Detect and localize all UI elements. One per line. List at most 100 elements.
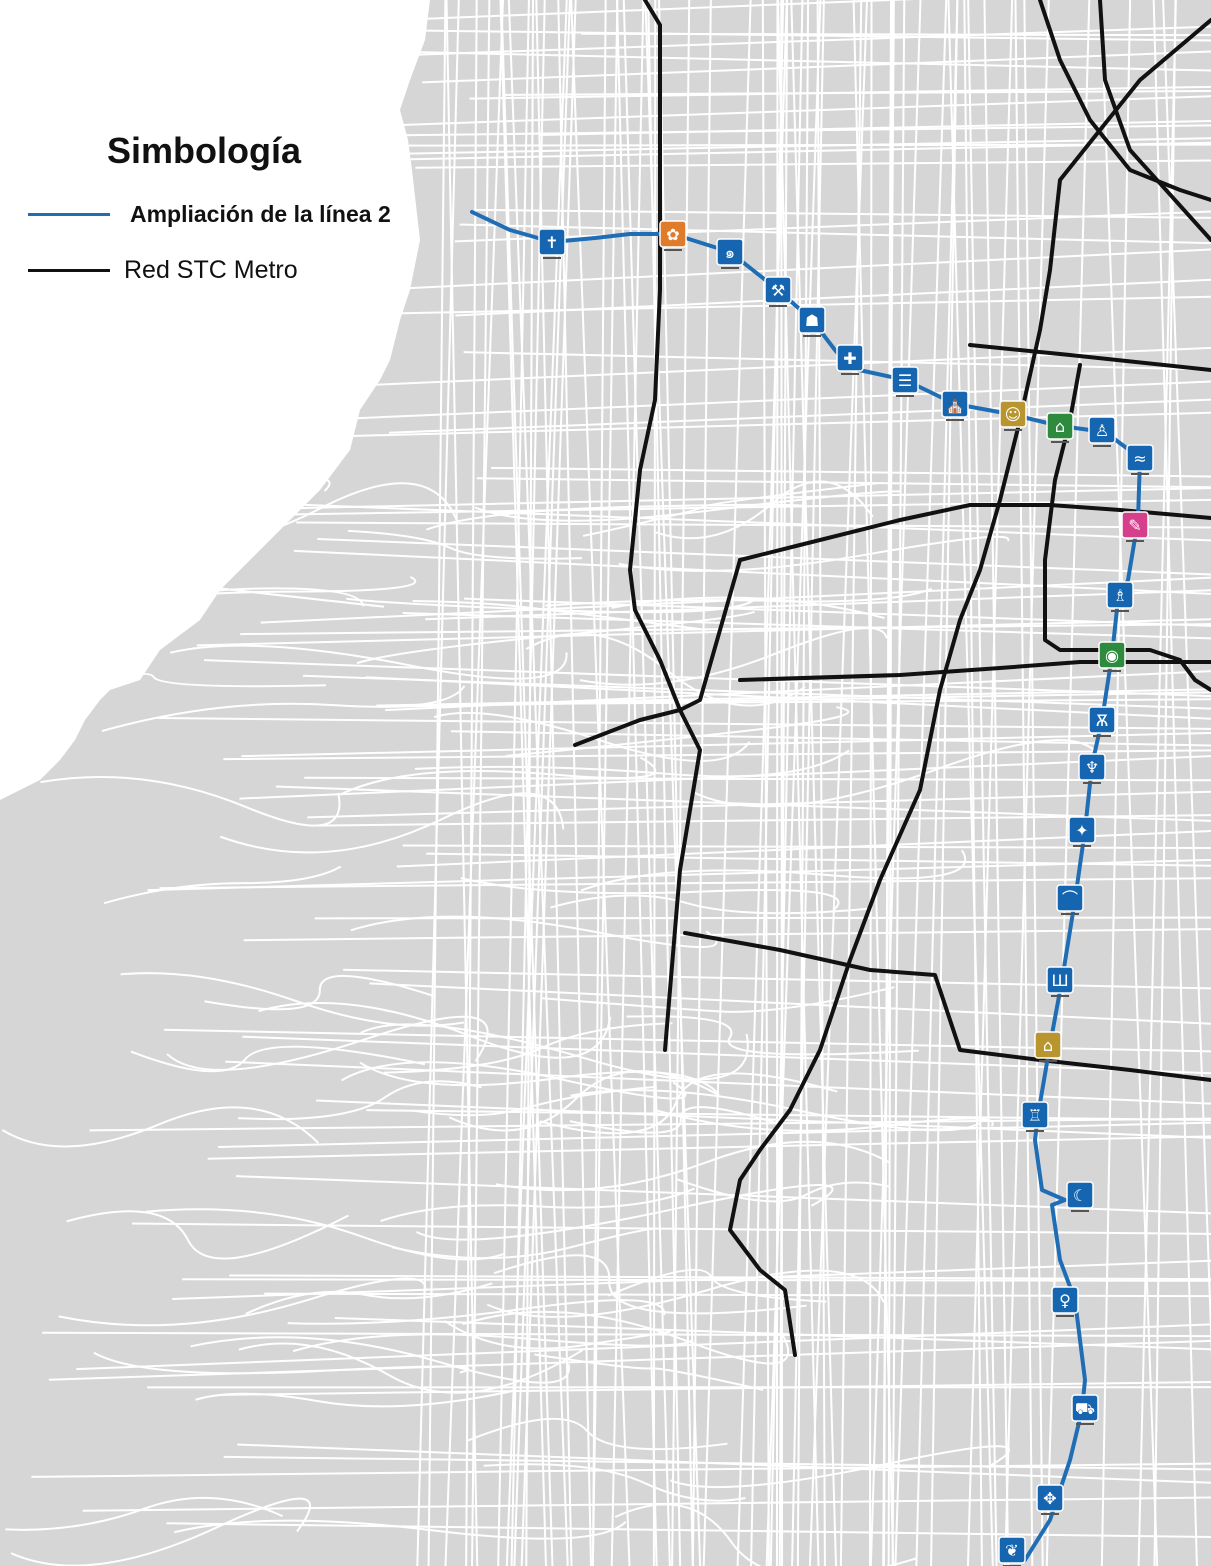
street bbox=[36, 672, 326, 696]
street bbox=[292, 1333, 693, 1353]
worker-icon[interactable]: ⚒ bbox=[764, 276, 792, 307]
bust-icon[interactable]: ♙ bbox=[1088, 416, 1116, 447]
turtle-icon[interactable]: ☗ bbox=[798, 306, 826, 337]
street bbox=[505, 0, 568, 1566]
street bbox=[887, 0, 894, 1566]
street bbox=[293, 549, 1211, 595]
tomb-icon[interactable]: ✝ bbox=[538, 228, 566, 259]
arch-icon[interactable]: ⌒ bbox=[1056, 884, 1084, 915]
street bbox=[247, 501, 1211, 542]
moon-icon[interactable]: ☾ bbox=[1066, 1181, 1094, 1212]
statue-icon[interactable]: ♗ bbox=[1106, 581, 1134, 612]
street bbox=[1004, 0, 1050, 1566]
street bbox=[761, 0, 770, 1566]
palm-icon[interactable]: ♆ bbox=[1078, 753, 1106, 784]
monument-icon[interactable]: ♖ bbox=[1021, 1101, 1049, 1132]
street bbox=[1099, 0, 1159, 1566]
street bbox=[459, 223, 1211, 245]
street bbox=[120, 972, 464, 1027]
church-icon[interactable]: ⛪ bbox=[941, 390, 969, 421]
street bbox=[242, 1035, 1211, 1075]
street bbox=[579, 627, 888, 686]
svg-text:Ѫ: Ѫ bbox=[1096, 711, 1109, 730]
temple-transfer-icon[interactable]: ⌂ bbox=[1046, 412, 1074, 443]
street bbox=[287, 1299, 666, 1325]
street bbox=[868, 0, 873, 1566]
street bbox=[483, 1463, 746, 1502]
street bbox=[658, 0, 694, 1566]
street bbox=[16, 476, 331, 517]
street bbox=[395, 295, 1211, 315]
svg-text:☰: ☰ bbox=[898, 371, 912, 390]
street bbox=[145, 1208, 506, 1261]
svg-text:Ш: Ш bbox=[1051, 971, 1068, 990]
grapes-icon[interactable]: ✥ bbox=[1036, 1484, 1064, 1515]
street bbox=[1014, 0, 1034, 1566]
street bbox=[569, 1106, 780, 1134]
street bbox=[542, 986, 895, 1013]
street bbox=[317, 537, 1211, 576]
car-icon[interactable]: ⛟ bbox=[1071, 1394, 1099, 1425]
legend-item-line2: Ampliación de la línea 2 bbox=[28, 199, 403, 229]
street bbox=[582, 482, 879, 537]
street bbox=[618, 535, 1010, 572]
street bbox=[223, 749, 1211, 761]
columns-icon[interactable]: Ш bbox=[1046, 966, 1074, 997]
street bbox=[58, 1277, 427, 1327]
metro-line-c bbox=[1098, 0, 1211, 242]
house-transfer-icon[interactable]: ⌂ bbox=[1034, 1031, 1062, 1062]
pink-transfer-icon[interactable]: ✎ bbox=[1121, 511, 1149, 542]
street bbox=[44, 575, 417, 614]
street bbox=[796, 0, 810, 1566]
virgin-icon[interactable]: ♀ bbox=[1051, 1286, 1079, 1317]
street bbox=[474, 490, 901, 522]
street bbox=[570, 1089, 981, 1132]
street bbox=[386, 29, 1211, 42]
street bbox=[669, 1445, 1010, 1489]
street bbox=[350, 915, 718, 949]
street bbox=[166, 1522, 1211, 1538]
street bbox=[229, 1274, 1211, 1281]
street bbox=[486, 1269, 885, 1318]
street bbox=[359, 1061, 720, 1096]
street bbox=[207, 1135, 1211, 1160]
street bbox=[182, 1278, 1211, 1282]
street bbox=[130, 1045, 426, 1073]
legend-swatch-metro bbox=[28, 268, 110, 272]
street bbox=[190, 1336, 570, 1384]
legend-label-metro: Red STC Metro bbox=[124, 255, 298, 284]
leaves-icon[interactable]: ❦ bbox=[998, 1536, 1026, 1566]
street bbox=[383, 1022, 673, 1074]
legend-item-metro: Red STC Metro bbox=[28, 255, 298, 285]
street bbox=[778, 0, 789, 1566]
station-markers: ✝ ✿ ๑ ⚒☗ ✚ ☰ ⛪ ☺ ⌂ ♙ ≈ ✎ ♗ ◉ Ѫ ♆ ✦ ⌒ Ш ⌂ ♖ ☾ ♀ ⛟ ✥ ❦ bbox=[538, 220, 1154, 1566]
svg-text:♆: ♆ bbox=[1085, 758, 1099, 777]
wave-icon[interactable]: ≈ bbox=[1126, 444, 1154, 475]
ladder-icon[interactable]: ☰ bbox=[891, 366, 919, 397]
metro-line-e bbox=[968, 343, 1211, 372]
crab-icon[interactable]: ✦ bbox=[1068, 816, 1096, 847]
street bbox=[736, 0, 788, 1566]
street bbox=[369, 982, 1211, 1025]
street bbox=[76, 1323, 1211, 1371]
street bbox=[882, 0, 893, 1566]
vase-icon[interactable]: Ѫ bbox=[1088, 706, 1116, 737]
cross-icon[interactable]: ✚ bbox=[836, 344, 864, 375]
circle-transfer-icon[interactable]: ◉ bbox=[1098, 641, 1126, 672]
street bbox=[852, 0, 895, 1566]
svg-text:☾: ☾ bbox=[1073, 1186, 1087, 1205]
svg-text:⌂: ⌂ bbox=[1055, 417, 1065, 436]
metro-line-g bbox=[738, 503, 1211, 562]
street bbox=[40, 776, 341, 827]
face-transfer-icon[interactable]: ☺ bbox=[999, 400, 1027, 431]
legend-title: Simbología bbox=[107, 130, 302, 171]
street bbox=[433, 711, 751, 762]
street bbox=[614, 1503, 917, 1566]
transfer-flowers-icon[interactable]: ✿ bbox=[659, 220, 687, 251]
street bbox=[317, 95, 1211, 129]
swirl-icon[interactable]: ๑ bbox=[716, 238, 744, 269]
street bbox=[1100, 0, 1132, 1566]
street bbox=[610, 0, 645, 1566]
street bbox=[525, 0, 534, 1566]
